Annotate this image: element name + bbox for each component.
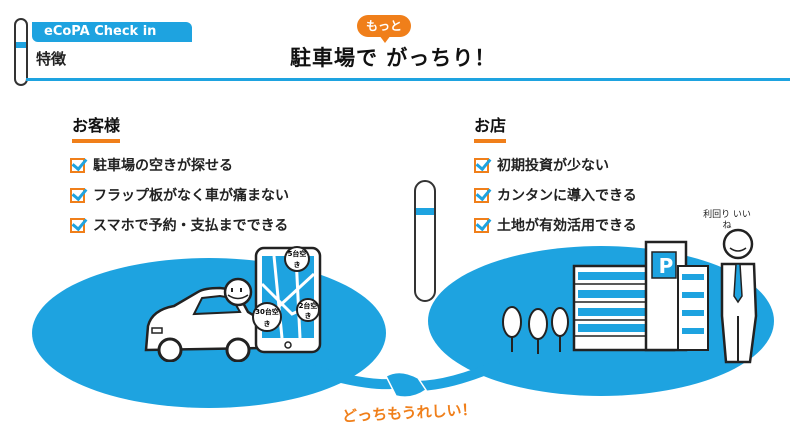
customer-benefit: スマホで予約・支払までできる (70, 214, 288, 236)
shop-benefit: 初期投資が少ない (474, 154, 609, 176)
speech-note: 利回り いいね (703, 210, 751, 231)
checkbox-icon (70, 157, 85, 173)
shop-benefit-text: カンタンに導入できる (497, 188, 637, 204)
customer-benefit-text: 駐車場の空きが探せる (93, 158, 233, 174)
vacancy-badge: 30台空き (252, 302, 282, 332)
check-in-pole-icon (414, 180, 436, 302)
shop-benefit-text: 初期投資が少ない (497, 158, 609, 174)
parking-sign: P (658, 254, 674, 278)
customer-benefit-text: スマホで予約・支払までできる (93, 218, 289, 234)
speech-bubble: もっと (357, 15, 411, 43)
checkbox-icon (70, 217, 85, 233)
customers-heading: お客様 (72, 112, 121, 143)
trees-icon (502, 306, 569, 354)
shop-benefit: カンタンに導入できる (474, 184, 637, 206)
customer-benefit-text: フラップ板がなく車が痛まない (93, 188, 289, 204)
checkbox-icon (474, 157, 489, 173)
shop-benefit: 土地が有効活用できる (474, 214, 637, 236)
header-pole-icon (14, 18, 28, 86)
section-label: 特徴 (36, 50, 67, 68)
header-divider (26, 78, 790, 81)
businessman-icon (720, 228, 758, 364)
vacancy-badge: 2台空き (296, 298, 320, 322)
page-title: 駐車場で がっちり！ (290, 46, 497, 70)
checkbox-icon (70, 187, 85, 203)
shop-heading: お店 (474, 112, 507, 143)
brand-tag: eCoPA Check in (32, 22, 192, 42)
vacancy-badge: 5台空き (284, 246, 310, 272)
shop-benefit-text: 土地が有効活用できる (497, 218, 637, 234)
car-driver-illustration (144, 277, 264, 362)
checkbox-icon (474, 187, 489, 203)
checkbox-icon (474, 217, 489, 233)
driver-icon (223, 277, 253, 307)
parking-building-icon (572, 240, 709, 352)
customer-benefit: フラップ板がなく車が痛まない (70, 184, 289, 206)
customer-benefit: 駐車場の空きが探せる (70, 154, 233, 176)
handshake-icon (300, 359, 500, 398)
